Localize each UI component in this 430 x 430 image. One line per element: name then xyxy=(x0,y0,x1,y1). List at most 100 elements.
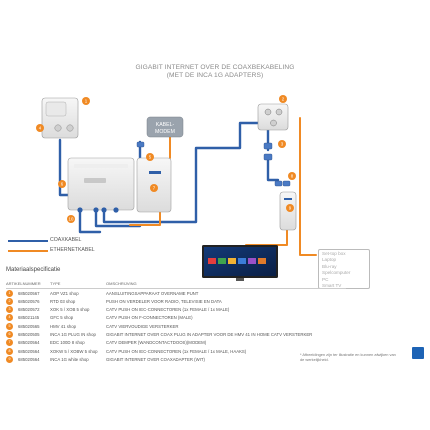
connector-d xyxy=(282,180,291,187)
ethernet-inca-to-modem-bottom xyxy=(129,211,161,226)
row-number: 6 xyxy=(6,331,13,339)
svg-text:8: 8 xyxy=(291,174,294,179)
row-article: 685020505 xyxy=(18,331,40,337)
footnote: * Afbeeldingen zijn ter illustratie en k… xyxy=(300,352,396,362)
row-article: 685020564 xyxy=(18,340,40,346)
device-item: Blu-ray xyxy=(322,263,337,269)
amplifier-device xyxy=(67,157,135,213)
row-article: 685021145 xyxy=(18,315,40,321)
connector-a xyxy=(263,142,273,150)
smart-tv xyxy=(202,245,278,281)
table-row: 9 685020564 INCA 1G white shop GIGABIT I… xyxy=(6,355,346,363)
row-article: 685020565 xyxy=(18,323,40,329)
connector-c xyxy=(274,180,283,187)
row-article: 685020572 xyxy=(18,307,40,313)
marker-6: 6 xyxy=(58,180,66,188)
svg-text:9: 9 xyxy=(289,206,292,211)
marker-4: 4 xyxy=(36,124,44,132)
connector-b xyxy=(263,153,273,161)
title-line-2: (MET DE INCA 1G ADAPTERS) xyxy=(166,72,264,79)
row-article: 685020564 xyxy=(18,356,40,362)
svg-text:10: 10 xyxy=(69,217,74,222)
legend-coax-swatch xyxy=(8,240,48,242)
row-number: 3 xyxy=(6,306,13,314)
row-type: INCA 1G white shop xyxy=(50,356,89,362)
row-description: CATV PUSH ON IEC-CONNECTOREN (1x FEMALE … xyxy=(106,307,230,313)
aop-device xyxy=(41,97,79,139)
row-number: 4 xyxy=(6,314,13,322)
device-item: Smart TV xyxy=(322,282,342,288)
ethernet-adapter-to-tv xyxy=(245,227,288,246)
row-type: EDC 100D 8 shop xyxy=(50,340,85,346)
connector-e xyxy=(136,141,145,148)
marker-3: 3 xyxy=(278,140,286,148)
table-row: 2 685020576 RTD 03 shop PUSH ON VERDELER… xyxy=(6,297,346,305)
row-article: 685020567 xyxy=(18,290,40,296)
number-markers: 1 4 2 3 8 9 5 6 7 10 xyxy=(36,95,296,223)
modem-label-line-1: KABEL- xyxy=(156,122,175,128)
modem-label-line-2: MODEM xyxy=(155,129,175,135)
row-number: 7 xyxy=(6,339,13,347)
row-type: RTD 03 shop xyxy=(50,298,76,304)
row-description: PUSH ON VERDELER VOOR RADIO, TELEVISIE E… xyxy=(106,298,222,304)
coax-splitter-to-adapter xyxy=(266,158,280,182)
row-article: 685020576 xyxy=(18,298,40,304)
marker-9: 9 xyxy=(286,204,294,212)
table-row: 6 685020505 INCA 1G PLUG IN shop GIGABIT… xyxy=(6,330,346,339)
header-type: TYPE xyxy=(50,280,61,286)
device-list: Set-top box Laptop Blu-ray Spelcomputer … xyxy=(318,249,370,289)
legend-ethernet-swatch xyxy=(8,250,48,252)
svg-text:4: 4 xyxy=(39,126,42,131)
row-number: 2 xyxy=(6,297,13,305)
svg-text:7: 7 xyxy=(153,186,156,191)
table-row: 7 685020564 EDC 100D 8 shop CATV DEMPER … xyxy=(6,339,346,347)
row-type: AOP VZ1 shop xyxy=(50,290,79,296)
marker-7: 7 xyxy=(150,184,158,192)
device-item: PC xyxy=(322,276,329,282)
row-description: CATV PUSH ON F-CONNECTOREN (MALE) xyxy=(106,315,193,321)
svg-text:3: 3 xyxy=(281,142,284,147)
svg-text:2: 2 xyxy=(282,97,285,102)
wall-outlet xyxy=(257,103,289,131)
svg-text:5: 5 xyxy=(149,155,152,160)
marker-10: 10 xyxy=(67,215,75,223)
legend-ethernet-label: ETHERNETKABEL xyxy=(50,247,95,253)
row-type: INCA 1G PLUG IN shop xyxy=(50,331,96,337)
header-description: OMSCHRIJVING xyxy=(106,280,137,286)
title-line-1: GIGABIT INTERNET OVER DE COAXBEKABELING xyxy=(135,64,295,71)
row-type: HMV 41 shop xyxy=(50,323,77,329)
materials-title: Materiaalspecificatie xyxy=(6,267,61,273)
row-type: XOK 5 / XOB 5 shop xyxy=(50,307,90,313)
table-row: 5 685020565 HMV 41 shop CATV VIERVOUDIGE… xyxy=(6,322,346,330)
coax-amplifier-out-a xyxy=(94,210,142,228)
device-item: Set-top box xyxy=(322,251,346,256)
row-number: 1 xyxy=(6,289,13,297)
row-type: XOKW 5 / XOBW 5 shop xyxy=(50,348,98,354)
table-row: 8 685020564 XOKW 5 / XOBW 5 shop CATV PU… xyxy=(6,347,346,355)
row-article: 685020564 xyxy=(18,348,40,354)
device-item: Laptop xyxy=(322,257,337,263)
marker-1: 1 xyxy=(82,97,90,105)
row-description: CATV PUSH ON IEC-CONNECTOREN (1x FEMALE … xyxy=(106,348,247,354)
materials-table: ARTIKELNUMMER TYPE OMSCHRIJVING 1 685020… xyxy=(6,279,346,364)
table-row: 1 685020567 AOP VZ1 shop AANSLUITINGSAPP… xyxy=(6,289,346,297)
svg-text:1: 1 xyxy=(85,99,88,104)
legend-coax-label: COAXKABEL xyxy=(50,237,82,243)
ethernet-wall-to-right xyxy=(299,117,317,256)
table-row: 3 685020572 XOK 5 / XOB 5 shop CATV PUSH… xyxy=(6,306,346,314)
cable-modem: KABEL- MODEM xyxy=(146,116,184,138)
row-description: CATV DEMPER (WANDCONTACTDOOS)(MODEM) xyxy=(106,340,207,346)
svg-text:6: 6 xyxy=(61,182,64,187)
device-item: Spelcomputer xyxy=(322,270,351,276)
coax-amplifier-to-modem-pole xyxy=(78,210,102,234)
row-number: 9 xyxy=(6,355,13,363)
coax-amplifier-to-wall xyxy=(102,121,260,224)
brand-logo-icon xyxy=(412,347,424,359)
row-description: AANSLUITINGSAPPARAAT OVERNAME PUNT xyxy=(106,290,199,296)
marker-2: 2 xyxy=(279,95,287,103)
marker-8: 8 xyxy=(288,172,296,180)
row-description: CATV VIERVOUDIGE VERSTERKER xyxy=(106,323,179,329)
table-row: 4 685021145 GFC 5 shop CATV PUSH ON F-CO… xyxy=(6,314,346,322)
diagram-title: GIGABIT INTERNET OVER DE COAXBEKABELING … xyxy=(0,64,430,80)
